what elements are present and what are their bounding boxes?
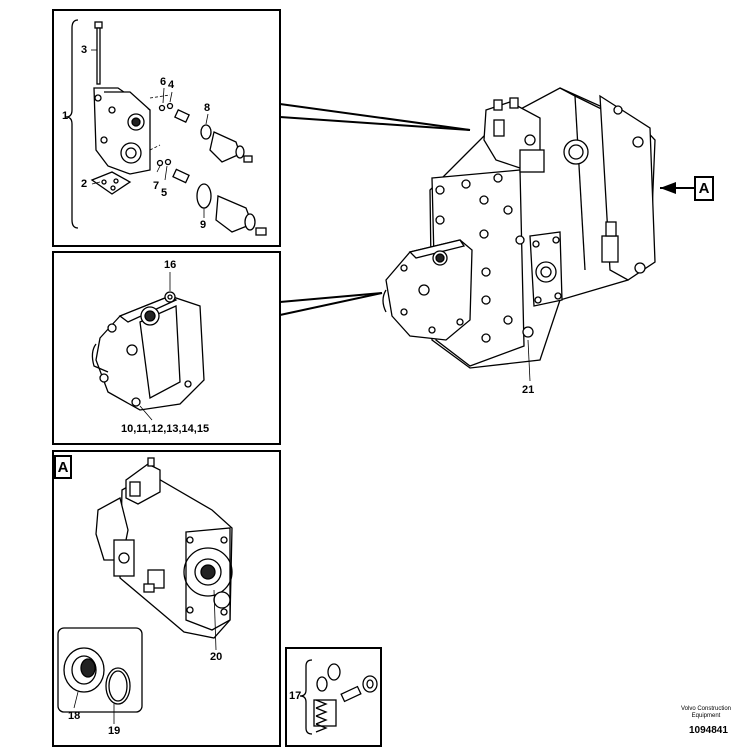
view-a-tag: A (54, 455, 72, 479)
credit-line-1: Volvo Construction (680, 706, 732, 712)
callout-4: 4 (168, 79, 175, 91)
callout-16: 16 (164, 259, 177, 271)
callout-19: 19 (108, 725, 121, 737)
callout-21: 21 (522, 384, 535, 396)
callout-8: 8 (204, 102, 211, 114)
view-a-reference-tag: A (694, 176, 714, 201)
document-number: 1094841 (689, 725, 728, 736)
callout-7: 7 (153, 180, 160, 192)
callout-9: 9 (200, 219, 207, 231)
callout-2: 2 (81, 178, 88, 190)
callout-10-15: 10,11,12,13,14,15 (121, 423, 210, 435)
callout-20: 20 (210, 651, 223, 663)
callout-6: 6 (160, 76, 167, 88)
callout-1: 1 (62, 110, 69, 122)
callout-18: 18 (68, 710, 81, 722)
publisher-credit: Volvo Construction Equipment (676, 706, 736, 720)
callout-3: 3 (81, 44, 88, 56)
callout-17: 17 (289, 690, 302, 702)
credit-line-2: Equipment (691, 712, 721, 719)
callout-5: 5 (161, 187, 168, 199)
